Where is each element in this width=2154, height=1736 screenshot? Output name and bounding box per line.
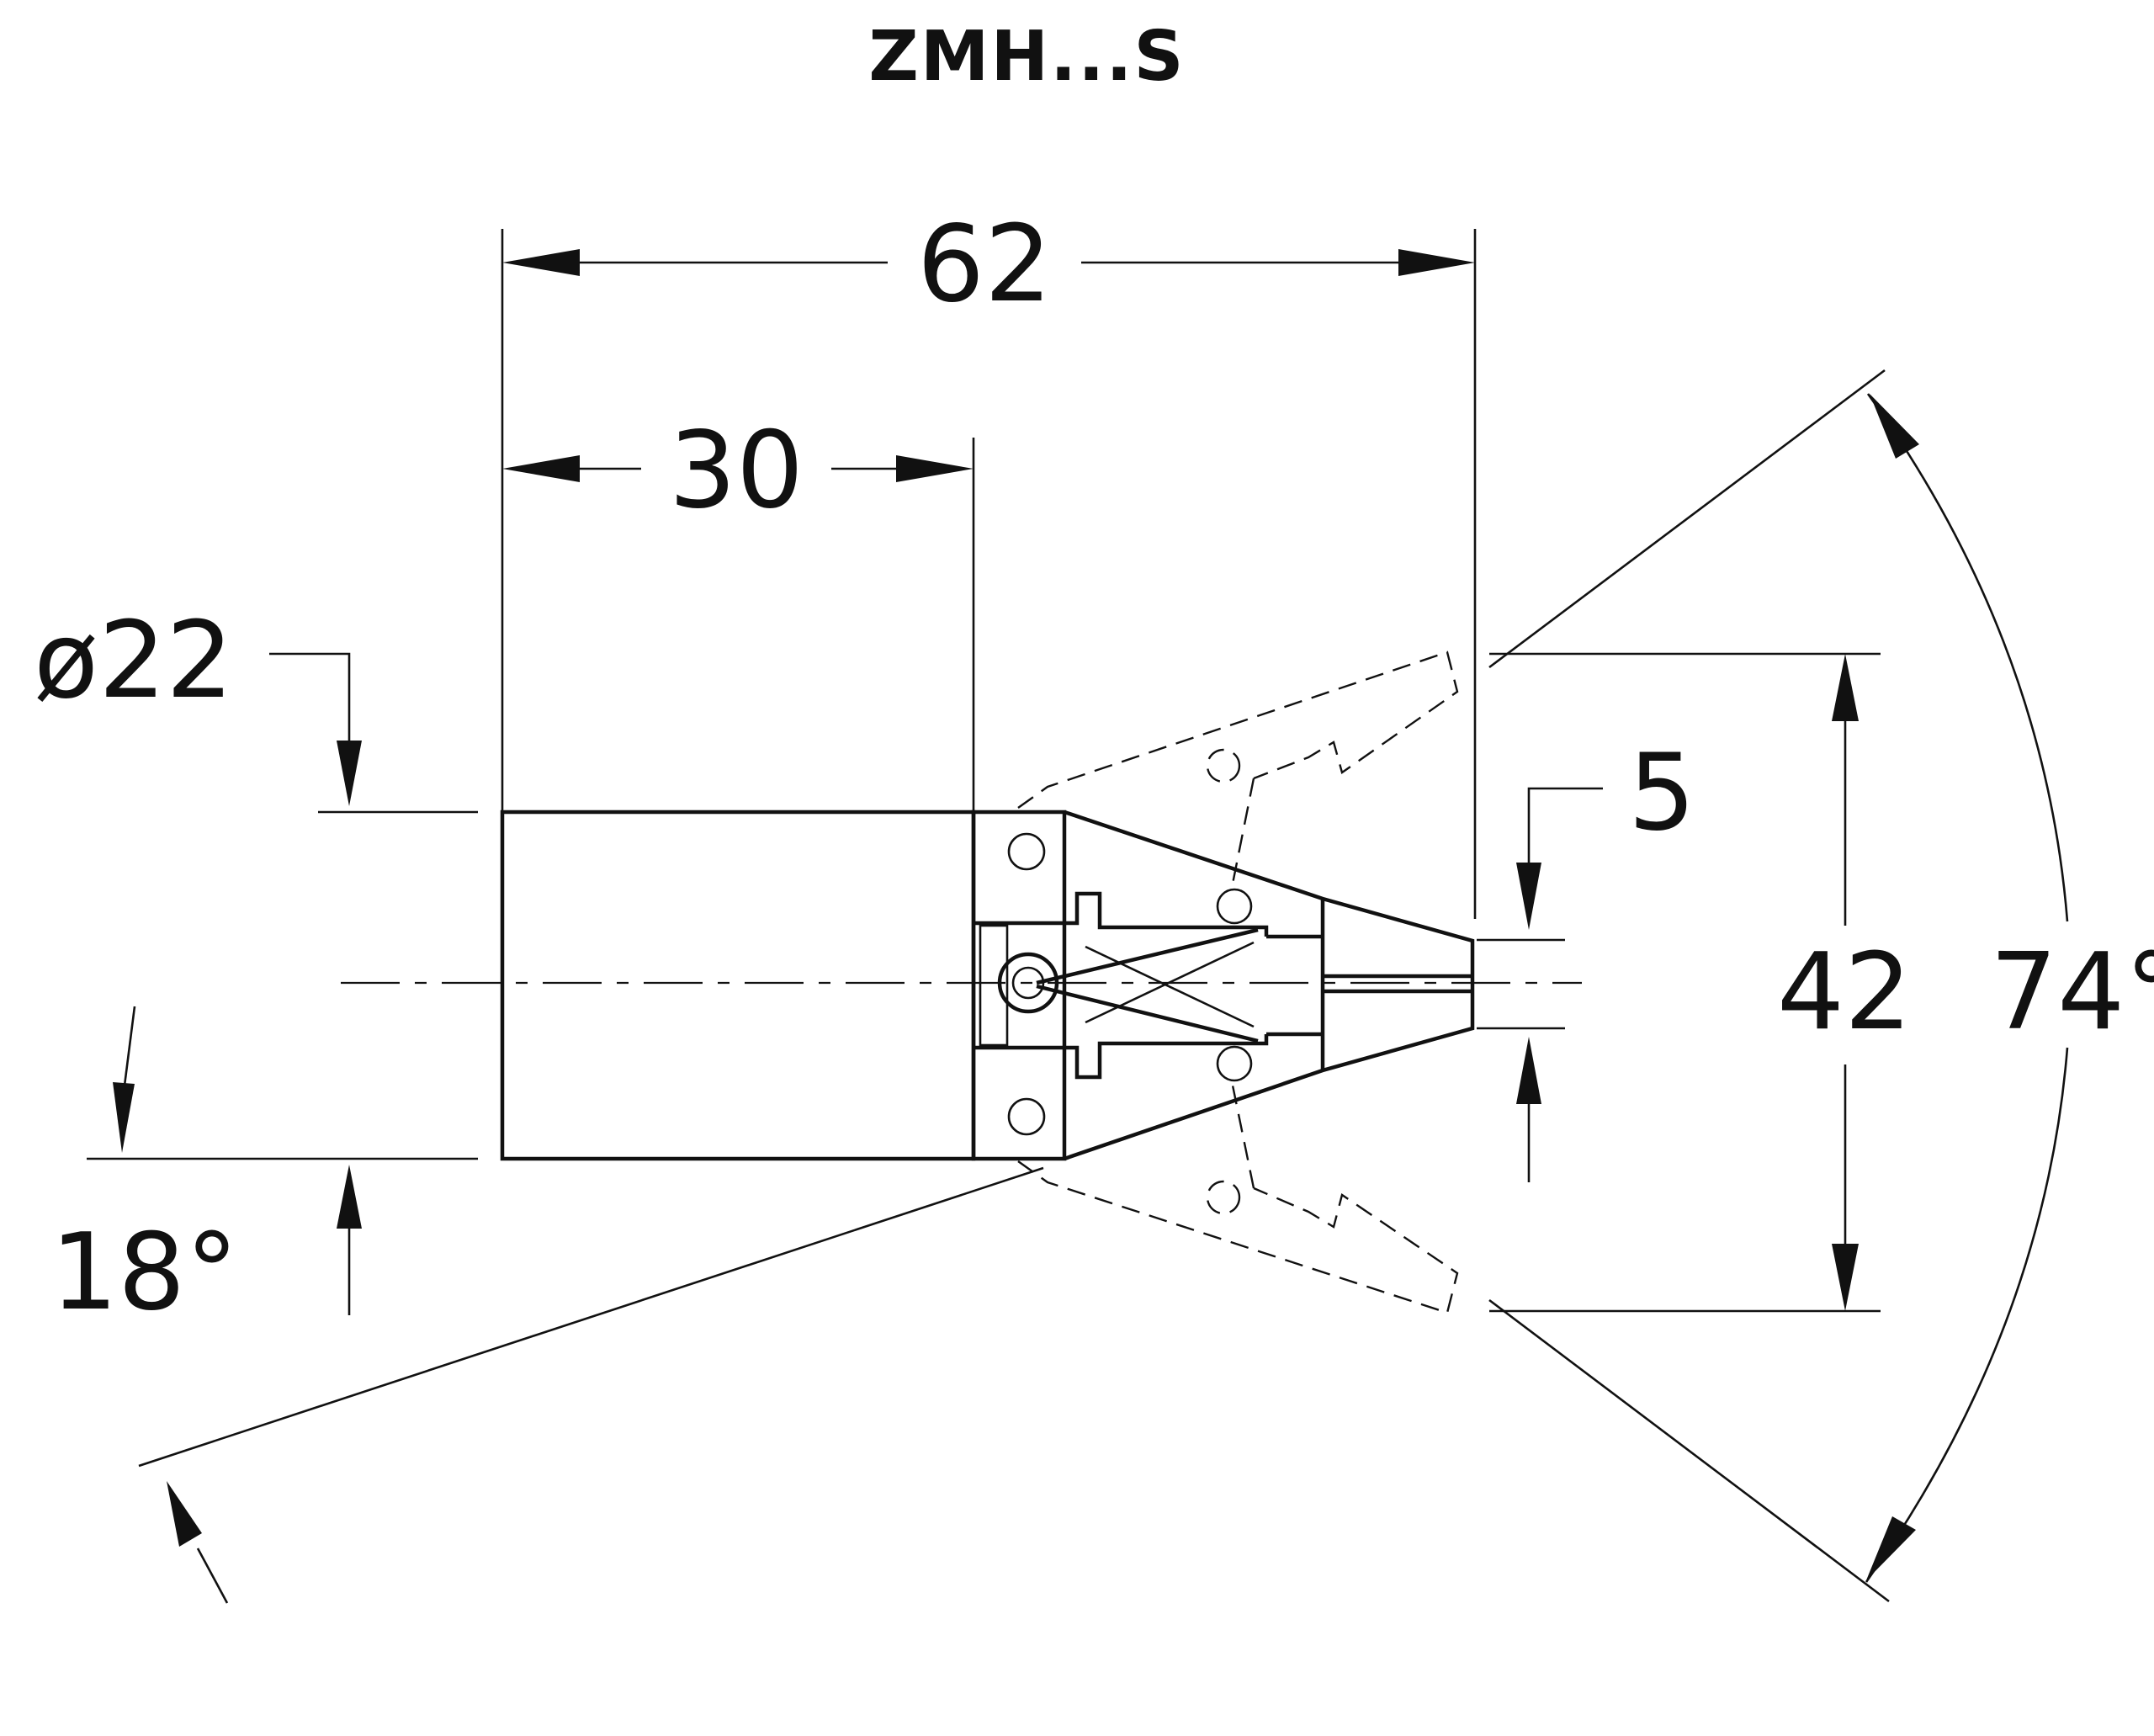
- dimension-body-length: 30: [502, 408, 975, 812]
- jaw-housing: [1064, 810, 1475, 1161]
- dimension-finger-gap: 5: [1477, 730, 1695, 1182]
- open-jaw-phantom: [1017, 650, 1459, 1314]
- cam-pin: [1011, 966, 1045, 1000]
- internal-mechanism: [974, 891, 1323, 1080]
- dimension-diameter: ø22: [34, 598, 478, 1315]
- dimension-opening-angle: 74°: [1488, 369, 2154, 1603]
- drawing-title: ZMH...S: [868, 17, 1186, 97]
- dimension-overall-length: 62: [501, 202, 1477, 919]
- dim-label-42: 42: [1777, 930, 1912, 1054]
- dim-label-18deg: 18°: [50, 1210, 238, 1334]
- dim-label-62: 62: [917, 202, 1052, 326]
- dim-label-74deg: 74°: [1990, 930, 2154, 1054]
- dim-label-diameter: ø22: [34, 598, 233, 722]
- screw-hole-bottom: [1007, 1097, 1046, 1136]
- dimension-open-width: 42: [1489, 652, 1912, 1313]
- pivot-pin-top: [1216, 888, 1253, 925]
- dim-label-5: 5: [1628, 730, 1695, 854]
- gripper-body: [500, 810, 1067, 1161]
- dim-label-30: 30: [669, 408, 804, 532]
- screw-hole-top: [1007, 832, 1046, 871]
- pivot-pin-bottom: [1216, 1045, 1253, 1082]
- dimension-jaw-angle: 18°: [50, 1166, 1044, 1604]
